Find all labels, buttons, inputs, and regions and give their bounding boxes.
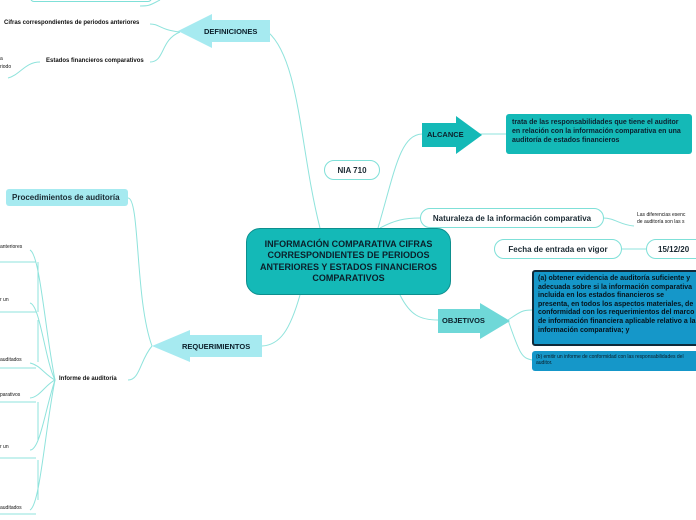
objetivo-a[interactable]: (a) obtener evidencia de auditoría sufic… (532, 270, 696, 346)
cut-text-7: r un (0, 444, 9, 450)
cut-text-6: parativos (0, 392, 21, 398)
fecha-value[interactable]: 15/12/20 (646, 239, 696, 259)
requerimientos-arrow-shape (152, 330, 262, 362)
objetivos-label[interactable]: OBJETIVOS (442, 316, 485, 325)
central-topic[interactable]: INFORMACIÓN COMPARATIVA CIFRAS CORRESPON… (246, 228, 451, 295)
naturaleza-detail-2: de auditoría son las s (637, 219, 685, 225)
nia-710-node[interactable]: NIA 710 (324, 160, 380, 180)
alcance-text[interactable]: trata de las responsabilidades que tiene… (506, 114, 692, 154)
cut-text-5: auditados (0, 357, 22, 363)
definiciones-arrow-shape (178, 14, 270, 48)
informe-node[interactable]: Informe de auditoría (59, 376, 117, 382)
objetivo-b[interactable]: (b) emitir un informe de conformidad con… (532, 351, 696, 371)
requerimientos-label[interactable]: REQUERIMIENTOS (182, 342, 251, 351)
definicion-cifras-correspondientes[interactable]: Cifras correspondientes de periodos ante… (4, 20, 140, 26)
procedimientos-node[interactable]: Procedimientos de auditoría (6, 189, 128, 206)
cut-text-2: riodo (0, 64, 12, 70)
naturaleza-detail-1: Las diferencias esenc (637, 212, 686, 218)
alcance-arrow-shape (422, 116, 482, 154)
cut-off-node-top (30, 0, 152, 2)
cut-text-4: r un (0, 297, 9, 303)
alcance-label[interactable]: ALCANCE (427, 130, 464, 139)
cut-text-1: a (0, 56, 3, 62)
naturaleza-node[interactable]: Naturaleza de la información comparativa (420, 208, 604, 228)
definicion-estados-comparativos[interactable]: Estados financieros comparativos (46, 58, 144, 64)
objetivos-arrow-shape (438, 303, 510, 339)
fecha-node[interactable]: Fecha de entrada en vigor (494, 239, 622, 259)
definiciones-label[interactable]: DEFINICIONES (204, 27, 258, 36)
cut-text-3: anteriores (0, 244, 23, 250)
cut-text-8: auditados (0, 505, 22, 511)
